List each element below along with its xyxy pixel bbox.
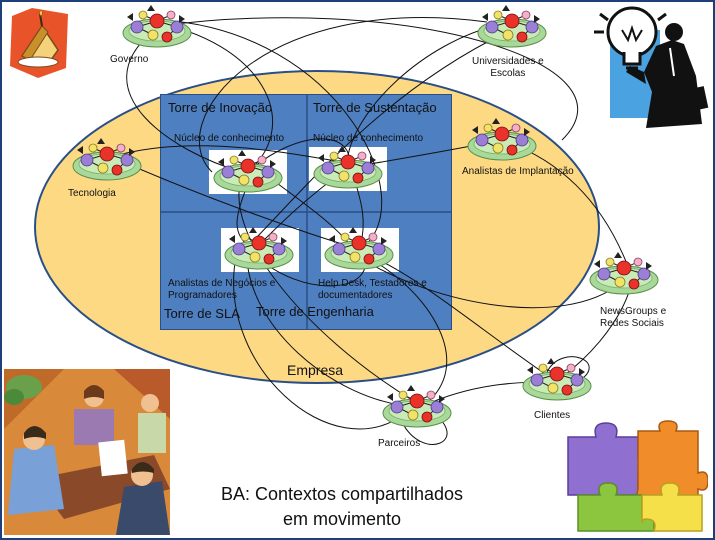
helpdesk-line2: documentadores: [318, 290, 393, 301]
analistas-implantacao-label: Analistas de Implantação: [462, 166, 574, 177]
node-sla-icon: [224, 226, 294, 270]
node-sustentacao-icon: [313, 145, 383, 189]
node-clientes-icon: [522, 357, 592, 401]
tower-sla-label: Torre de SLA: [164, 306, 240, 321]
node-analistas-implantacao-icon: [467, 117, 537, 161]
node-universidades-icon: [477, 4, 547, 48]
newsgroups-line2: Redes Sociais: [600, 318, 664, 329]
newsgroups-label: NewsGroups e Redes Sociais: [600, 306, 666, 330]
parceiros-label: Parceiros: [378, 438, 421, 449]
newsgroups-line1: NewsGroups e: [600, 306, 667, 317]
tower-sustentacao-label: Torre de Sustentação: [313, 100, 437, 115]
nucleo-inovacao-label: Núcleo de conhecimento: [174, 133, 285, 144]
helpdesk-line1: Help Desk, Testadores e: [318, 278, 427, 289]
node-tecnologia-icon: [72, 137, 142, 181]
meeting-people-icon: [4, 369, 170, 535]
universidades-line2: Escolas: [490, 68, 526, 79]
node-parceiros-icon: [382, 384, 452, 428]
node-inovacao-icon: [213, 149, 283, 193]
tower-engenharia-label: Torre de Engenharia: [256, 304, 374, 319]
analistas-negocios-label: Analistas de Negócios e Programadores: [168, 278, 275, 302]
universidades-label: Universidades e Escolas: [472, 56, 544, 80]
node-newsgroups-icon: [589, 251, 659, 295]
helpdesk-label: Help Desk, Testadores e documentadores: [318, 278, 427, 302]
governo-label: Governo: [110, 54, 149, 65]
tower-inovacao-label: Torre de Inovação: [168, 100, 273, 115]
towers-block: [160, 94, 452, 330]
lightbulb-businessman-icon: [594, 6, 709, 128]
analistas-negocios-line2: Programadores: [168, 290, 237, 301]
analistas-negocios-line1: Analistas de Negócios e: [168, 278, 276, 289]
slide-title: BA: Contextos compartilhados em moviment…: [192, 482, 492, 532]
empresa-label: Empresa: [287, 362, 344, 378]
title-line2: em movimento: [282, 509, 402, 529]
universidades-line1: Universidades e: [472, 56, 544, 67]
cake-slice-icon: [10, 8, 68, 78]
node-governo-icon: [122, 4, 192, 48]
node-engenharia-icon: [324, 226, 394, 270]
tecnologia-label: Tecnologia: [68, 188, 116, 199]
clientes-label: Clientes: [534, 410, 571, 421]
puzzle-pieces-icon: [567, 420, 708, 532]
title-line1: BA: Contextos compartilhados: [220, 484, 464, 504]
nucleo-sustentacao-label: Núcleo de conhecimento: [313, 133, 424, 144]
